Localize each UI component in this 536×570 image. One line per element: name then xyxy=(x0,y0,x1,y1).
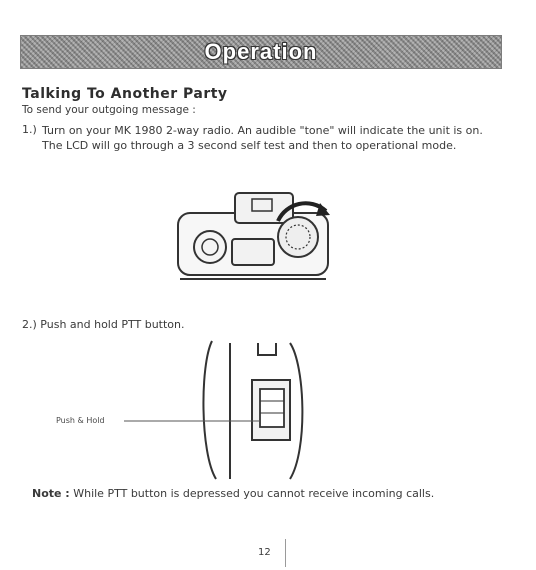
volume-knob-left xyxy=(193,230,227,264)
step-2-line: 2.) Push and hold PTT button. xyxy=(22,318,185,331)
top-antenna-stub xyxy=(257,343,277,356)
header-banner: Operation xyxy=(20,35,502,69)
channel-knob-right xyxy=(277,216,319,258)
page-divider xyxy=(285,539,286,567)
volume-knob-inner xyxy=(201,238,219,256)
note-text: While PTT button is depressed you cannot… xyxy=(73,487,435,500)
section-title: Talking To Another Party xyxy=(22,86,228,102)
step-1-number: 1.) xyxy=(22,123,37,136)
ptt-button xyxy=(259,388,285,428)
step-1-text: Turn on your MK 1980 2-way radio. An aud… xyxy=(42,124,483,152)
turn-arrow-head xyxy=(316,203,330,216)
radio-right-edge xyxy=(289,342,304,480)
channel-knob-inner xyxy=(285,224,311,250)
belt-clip-outline xyxy=(202,340,217,480)
page-number: 12 xyxy=(258,547,271,558)
section-subtitle: To send your outgoing message : xyxy=(22,104,196,116)
push-and-hold-callout: Push & Hold xyxy=(56,416,105,425)
step-2-number: 2.) xyxy=(22,318,37,331)
banner-title: Operation xyxy=(204,39,318,64)
center-connector xyxy=(231,238,275,266)
step-2-text: Push and hold PTT button. xyxy=(40,318,185,331)
radio-side-view-illustration xyxy=(124,340,304,480)
radio-top-view-illustration xyxy=(177,192,330,280)
note-paragraph: Note : While PTT button is depressed you… xyxy=(32,486,502,501)
radio-top-slot xyxy=(251,198,273,212)
note-label: Note : xyxy=(32,487,70,500)
radio-top-block xyxy=(234,192,294,224)
